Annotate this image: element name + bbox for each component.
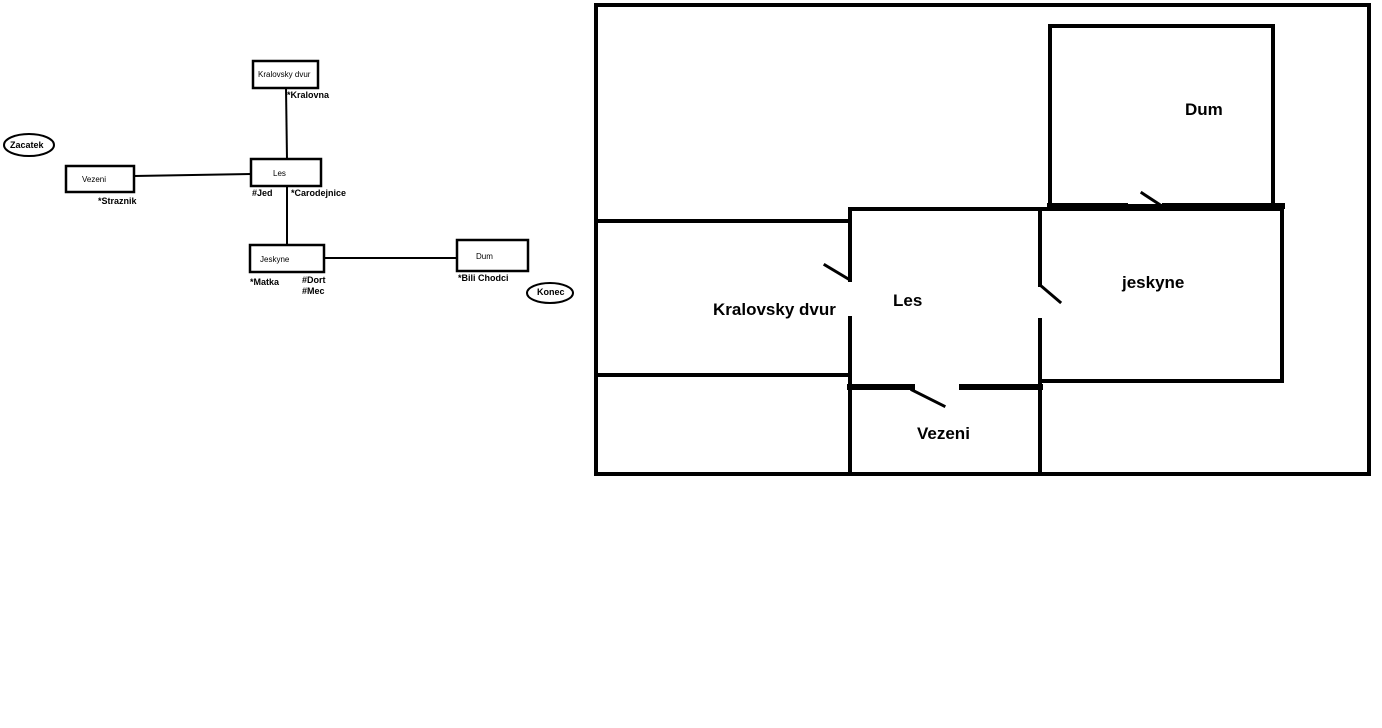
edge-kralovsky-dvur-les <box>285 87 288 160</box>
map-room-les <box>848 207 1042 476</box>
node-jeskyne <box>248 243 326 274</box>
map-outer-border <box>594 3 1371 476</box>
edge-vezeni-les <box>133 173 252 177</box>
annotation-jed: #Jed <box>252 188 273 198</box>
map-label-vezeni: Vezeni <box>917 424 970 443</box>
annotation-bili-chodci: *Bili Chodci <box>458 273 509 283</box>
map-room-jeskyne <box>1038 207 1284 383</box>
room-graph-text: Kralovsky dvur Les Vezeni Jeskyne Dum *K… <box>10 70 565 297</box>
floor-map <box>594 3 1371 476</box>
annotation-matka: *Matka <box>250 277 280 287</box>
end-marker <box>526 282 574 304</box>
door-les-jeskyne <box>1037 282 1063 305</box>
room-graph <box>3 59 574 304</box>
node-les <box>249 157 323 188</box>
node-vezeni <box>64 164 136 194</box>
node-label-jeskyne: Jeskyne <box>260 255 290 264</box>
floor-map-text: Dum Kralovsky dvur Les jeskyne Vezeni <box>713 100 1223 443</box>
door-les-vezeni <box>909 387 947 409</box>
annotation-kralovna: *Kralovna <box>287 90 330 100</box>
annotation-straznik: *Straznik <box>98 196 138 206</box>
map-label-les: Les <box>893 291 922 310</box>
node-label-dum: Dum <box>476 252 493 261</box>
map-label-jeskyne: jeskyne <box>1121 273 1184 292</box>
start-marker-label: Zacatek <box>10 140 45 150</box>
node-dum <box>455 238 530 273</box>
annotation-dort: #Dort <box>302 275 326 285</box>
map-room-kralovsky-dvur <box>594 219 852 377</box>
node-label-les: Les <box>273 169 286 178</box>
map-room-dum <box>1048 24 1275 208</box>
door-jeskyne-dum <box>1139 190 1168 211</box>
map-label-kralovsky-dvur: Kralovsky dvur <box>713 300 836 319</box>
node-kralovsky-dvur <box>251 59 320 90</box>
node-label-kralovsky-dvur: Kralovsky dvur <box>258 70 311 79</box>
door-les-kralovsky-dvur <box>822 262 853 283</box>
annotation-carodejnice: *Carodejnice <box>291 188 346 198</box>
node-label-vezeni: Vezeni <box>82 175 106 184</box>
map-label-dum: Dum <box>1185 100 1223 119</box>
annotation-mec: #Mec <box>302 286 325 296</box>
end-marker-label: Konec <box>537 287 565 297</box>
start-marker <box>3 133 55 157</box>
